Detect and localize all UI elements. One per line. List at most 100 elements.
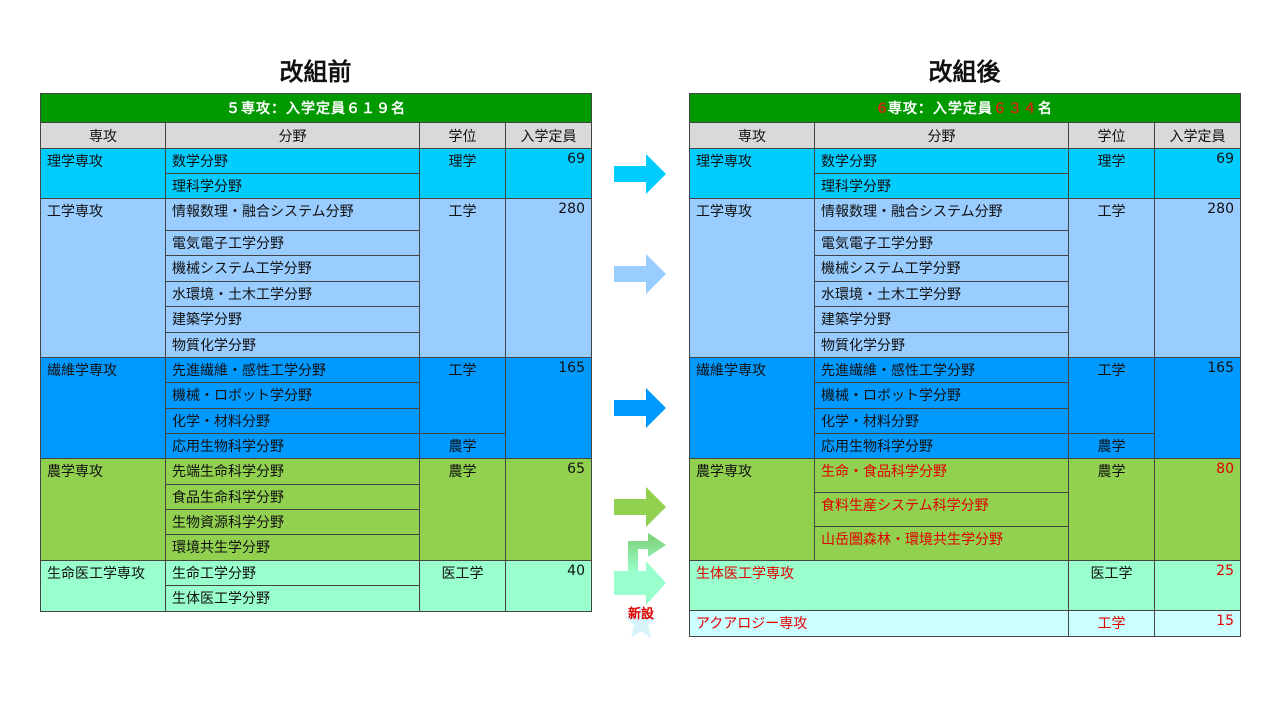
field-name: 機械・ロボット学分野: [165, 382, 420, 409]
banner: 6専攻：入学定員６３４名: [689, 93, 1241, 123]
field-name: 環境共生学分野: [165, 534, 420, 561]
major-name: 工学専攻: [689, 198, 815, 358]
major-name: 繊維学専攻: [40, 357, 166, 459]
column-header-1: 分野: [814, 122, 1069, 149]
table-row: 電気電子工学分野: [690, 230, 1241, 256]
field-name: 数学分野: [165, 148, 420, 174]
field-name: 応用生物科学分野: [814, 433, 1069, 459]
field-name: 数学分野: [814, 148, 1069, 174]
field-name: 生命・食品科学分野: [814, 458, 1069, 493]
field-name: 水環境・土木工学分野: [165, 281, 420, 307]
field-name: 食料生産システム科学分野: [814, 492, 1069, 527]
table-row: 化学・材料分野: [41, 408, 592, 434]
column-header-2: 学位: [419, 122, 506, 149]
capacity: 65: [505, 458, 592, 561]
table-row: 機械・ロボット学分野: [41, 382, 592, 409]
before-title: 改組前: [279, 58, 352, 86]
degree: 農学: [1068, 433, 1155, 459]
field-name: 応用生物科学分野: [165, 433, 420, 459]
field-name: 山岳圏森林・環境共生学分野: [814, 526, 1069, 561]
capacity: 69: [505, 148, 592, 199]
field-name: 電気電子工学分野: [814, 230, 1069, 256]
major-name: 繊維学専攻: [689, 357, 815, 459]
table-row: 食品生命科学分野: [41, 484, 592, 510]
banner-part: ６３４: [992, 101, 1038, 117]
table-row: 物質化学分野: [690, 332, 1241, 358]
banner-part: 6: [877, 101, 888, 117]
field-name: 先進繊維・感性工学分野: [165, 357, 420, 383]
capacity: 40: [505, 560, 592, 612]
column-header-0: 専攻: [40, 122, 166, 149]
field-name: 理科学分野: [814, 173, 1069, 199]
column-header-0: 専攻: [689, 122, 815, 149]
field-name: 理科学分野: [165, 173, 420, 199]
field-name: 水環境・土木工学分野: [814, 281, 1069, 307]
column-header-3: 入学定員: [505, 122, 592, 149]
table-row: 応用生物科学分野農学: [41, 433, 592, 459]
field-name: 物質化学分野: [165, 332, 420, 358]
table-row: 山岳圏森林・環境共生学分野: [690, 526, 1241, 561]
capacity: 25: [1154, 560, 1241, 611]
degree: 農学: [419, 458, 506, 561]
field-name: 食品生命科学分野: [165, 484, 420, 510]
capacity: 280: [505, 198, 592, 358]
field-name: 機械システム工学分野: [814, 255, 1069, 282]
arrow-engineering-icon: [614, 254, 666, 294]
major-name: 生体医工学専攻: [689, 560, 1069, 611]
table-row: 機械・ロボット学分野: [690, 382, 1241, 409]
field-name: 物質化学分野: [814, 332, 1069, 358]
major-name: 工学専攻: [40, 198, 166, 358]
table-row: 食料生産システム科学分野: [690, 492, 1241, 527]
major-name: 理学専攻: [689, 148, 815, 199]
table-row: 水環境・土木工学分野: [690, 281, 1241, 307]
field-name: 電気電子工学分野: [165, 230, 420, 256]
field-name: 機械・ロボット学分野: [814, 382, 1069, 409]
degree: 医工学: [1068, 560, 1155, 611]
arrow-merge-icon: [614, 533, 666, 605]
capacity: 165: [1154, 357, 1241, 459]
table-row: 水環境・土木工学分野: [41, 281, 592, 307]
column-header-2: 学位: [1068, 122, 1155, 149]
column-header-1: 分野: [165, 122, 420, 149]
degree: 工学: [419, 198, 506, 358]
arrow-textile-icon: [614, 388, 666, 428]
degree: 工学: [1068, 357, 1155, 434]
table-row: 電気電子工学分野: [41, 230, 592, 256]
degree: 工学: [1068, 610, 1155, 637]
field-name: 先進繊維・感性工学分野: [814, 357, 1069, 383]
star-icon: [624, 604, 658, 638]
field-name: 機械システム工学分野: [165, 255, 420, 282]
table-row: 化学・材料分野: [690, 408, 1241, 434]
field-name: 情報数理・融合システム分野: [814, 198, 1069, 231]
field-name: 化学・材料分野: [165, 408, 420, 434]
degree: 工学: [1068, 198, 1155, 358]
banner-part: 名: [1037, 101, 1053, 117]
arrow-agriculture-icon: [614, 487, 666, 527]
field-name: 建築学分野: [814, 306, 1069, 333]
degree: 医工学: [419, 560, 506, 612]
capacity: 165: [505, 357, 592, 459]
capacity: 280: [1154, 198, 1241, 358]
capacity: 15: [1154, 610, 1241, 637]
major-name: 農学専攻: [689, 458, 815, 561]
table-row: 理科学分野: [41, 173, 592, 199]
field-name: 先端生命科学分野: [165, 458, 420, 485]
after-title: 改組後: [928, 58, 1001, 86]
table-row: 建築学分野: [690, 306, 1241, 333]
major-name: アクアロジー専攻: [689, 610, 1069, 637]
field-name: 化学・材料分野: [814, 408, 1069, 434]
table-row: 理科学分野: [690, 173, 1241, 199]
table-row: 建築学分野: [41, 306, 592, 333]
banner: ５専攻：入学定員６１９名: [40, 93, 592, 123]
table-row: 応用生物科学分野農学: [690, 433, 1241, 459]
